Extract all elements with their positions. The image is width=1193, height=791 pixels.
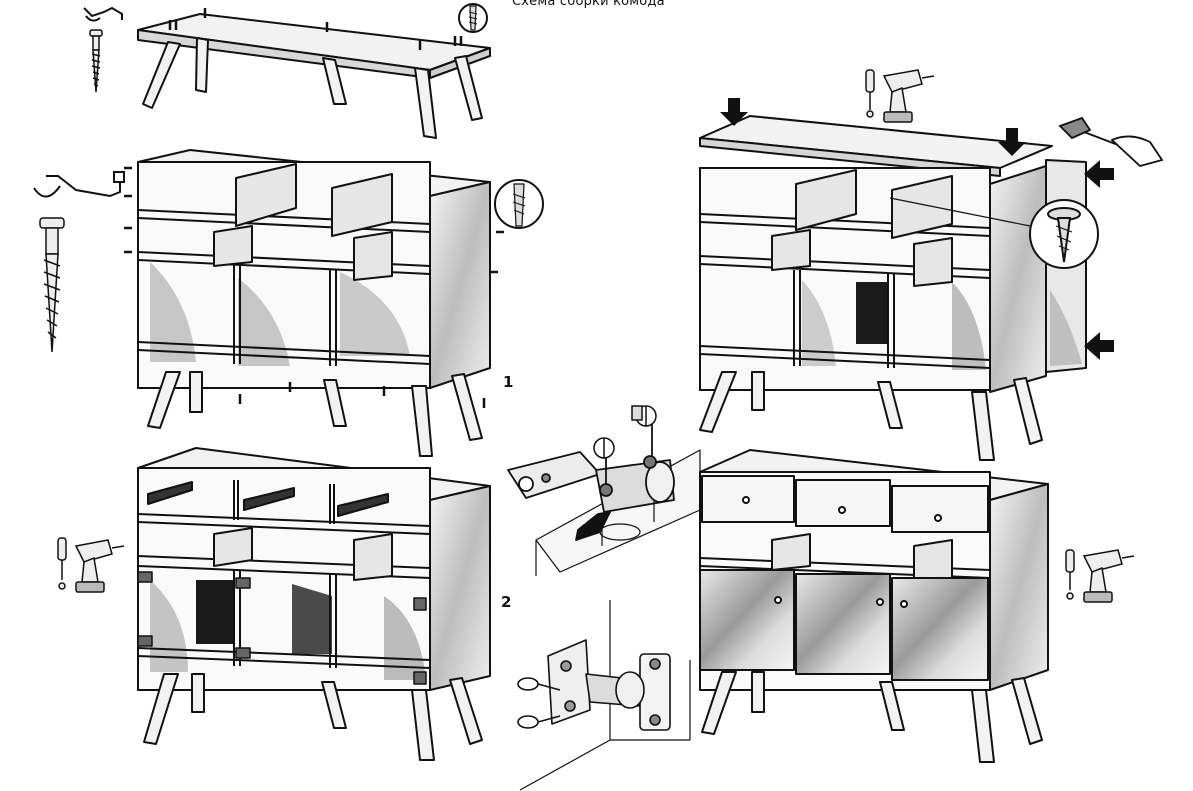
screwdriver-icon [593,405,657,459]
step-hinge-detail [507,420,701,576]
leg [454,55,483,121]
crank-key-icon [83,6,123,22]
leg [323,379,347,427]
step-carcass-assembly [124,149,504,457]
leg [411,689,435,761]
magnifier-screw-icon [1029,199,1099,269]
screwdriver-icon [57,537,67,590]
drawer-box [235,163,297,227]
screwdriver-icon [865,69,875,118]
leg [147,371,181,429]
confirmat-screw-icon [39,217,65,353]
drawer-box [795,169,857,231]
leg [971,689,995,763]
drawer-box [331,173,393,237]
carcass-side-panel [989,483,1049,691]
leg [143,673,179,745]
drill-icon [882,69,935,123]
shadow-compartment [856,282,888,344]
leg [451,373,483,441]
leg [699,371,737,433]
leg [322,57,347,105]
door-middle [795,573,891,675]
crank-key-icon [33,171,125,198]
drawer-front [795,479,891,527]
step-top-board-legs [137,8,491,139]
leg [142,41,181,109]
carcass-side-panel [989,165,1047,393]
leg [879,681,905,731]
leg [321,681,347,729]
hinge-icon [547,639,591,725]
drill-icon [1082,549,1135,603]
magnifier-screw-icon [494,179,544,229]
leg [414,67,437,139]
carcass-side-panel [429,485,491,691]
step-finished-chest [699,449,1049,763]
shelf [137,341,431,357]
screwdriver-icon [1065,549,1075,600]
step-door-hinge-mount [517,600,691,791]
step-runners-hinges [137,447,491,761]
leg [1013,377,1043,445]
hinge-icon [137,571,427,685]
carcass-side-panel [429,181,491,389]
hinge-icon [507,451,601,499]
leg [449,677,483,745]
shadow-compartment [196,580,234,644]
leg [751,371,765,411]
leg [701,671,737,735]
leg [189,371,203,413]
leg [971,391,995,461]
confirmat-screw-icon [89,29,103,93]
press-arrow-icon [720,98,1114,360]
step-label-1: 1 [503,373,514,391]
drawer-box [891,175,953,239]
leg [191,673,205,713]
hammer-icon [1058,116,1164,167]
drawer-runner-icon [147,481,389,517]
diagram-title: Схема сборки комода [512,0,665,9]
door-right [891,577,989,681]
drill-icon [74,539,125,593]
drawer-front [891,485,989,533]
leg [411,385,433,457]
step-label-2: 2 [501,593,512,611]
leg [751,671,765,713]
leg [1011,677,1043,745]
step-top-press [699,115,1087,461]
magnifier-screw-icon [458,3,488,33]
leg [877,381,903,429]
leg [195,37,209,93]
door-left [699,569,795,671]
